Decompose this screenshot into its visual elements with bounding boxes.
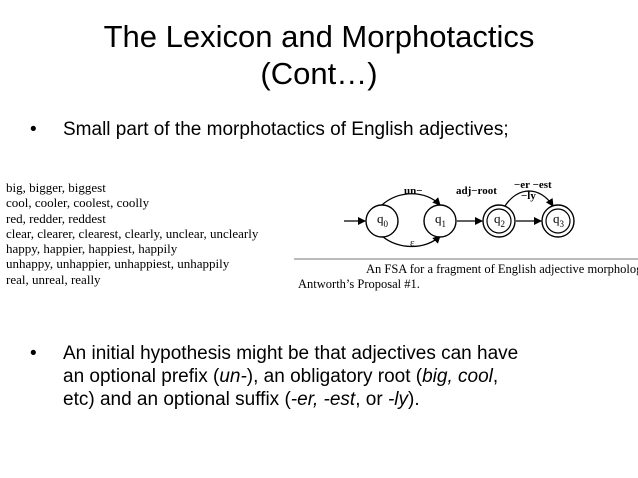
state-q1 <box>423 204 457 238</box>
state-q3-final-ring <box>545 208 571 234</box>
fsa-caption-line-2: Antworth’s Proposal #1. <box>298 277 420 291</box>
word-row: clear, clearer, clearest, clearly, uncle… <box>6 225 259 241</box>
adjective-word-list: big, bigger, biggest cool, cooler, coole… <box>6 180 258 287</box>
state-q0-label: q0 <box>377 211 389 229</box>
word-row: real, unreal, really <box>6 271 101 287</box>
word-row: red, redder, reddest <box>6 210 106 226</box>
edge-label-er-est: −er −est <box>514 179 552 191</box>
title-line-2: (Cont…) <box>260 56 378 91</box>
fsa-caption-line-1: An FSA for a fragment of English adjecti… <box>366 262 638 276</box>
word-row: big, bigger, biggest <box>6 180 106 195</box>
state-q3-label: q3 <box>553 211 565 229</box>
state-q2 <box>482 204 516 238</box>
edge-label-un: un− <box>404 185 423 197</box>
hypothesis-line-3: etc) and an optional suffix (-er, -est, … <box>63 389 420 410</box>
slide-title: The Lexicon and Morphotactics (Cont…) <box>0 18 638 92</box>
edge-label-ly: −ly <box>521 190 536 202</box>
state-q3 <box>541 204 575 238</box>
state-q2-label: q2 <box>494 211 505 229</box>
edge-label-epsilon: ε <box>410 237 415 249</box>
divider <box>294 258 638 260</box>
word-row: cool, cooler, coolest, coolly <box>6 195 150 211</box>
bullet-marker: • <box>30 343 37 364</box>
hypothesis-line-2: an optional prefix (un-), an obligatory … <box>63 366 499 387</box>
hypothesis-line-1: An initial hypothesis might be that adje… <box>63 343 519 364</box>
edge-un <box>381 193 441 206</box>
bullet-marker: • <box>30 119 37 140</box>
edge-er-est <box>504 190 554 207</box>
state-q2-final-ring <box>486 208 512 234</box>
edge-epsilon <box>381 235 441 248</box>
word-row: happy, happier, happiest, happily <box>6 241 178 257</box>
bullet-text: An initial hypothesis might be that adje… <box>63 342 623 411</box>
edge-label-adj-root: adj−root <box>456 185 497 197</box>
title-line-1: The Lexicon and Morphotactics <box>103 19 535 54</box>
bullet-text: Small part of the morphotactics of Engli… <box>63 119 509 140</box>
word-row: unhappy, unhappier, unhappiest, unhappil… <box>6 256 230 272</box>
state-q1-label: q1 <box>435 211 446 229</box>
state-q0 <box>365 204 399 238</box>
